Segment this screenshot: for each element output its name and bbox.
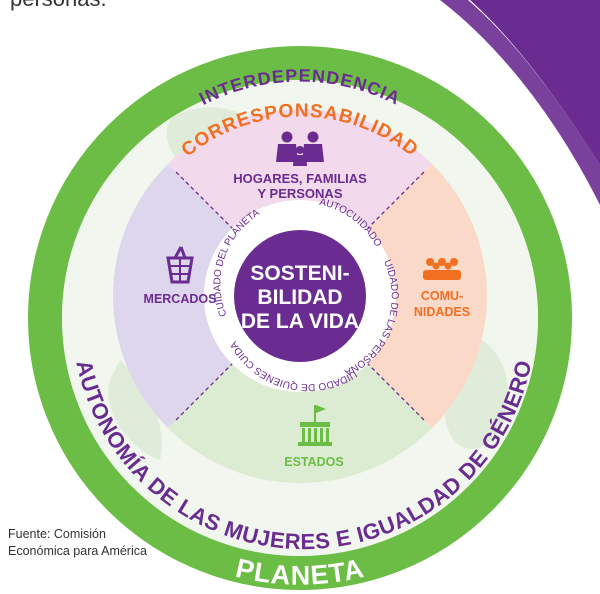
markets-label: MERCADOS (144, 292, 217, 306)
source-note: Fuente: Comisión Económica para América (8, 526, 198, 560)
source-line-1: Fuente: Comisión (8, 527, 106, 541)
decorative-purple-swoosh (470, 0, 600, 165)
family-icon (276, 131, 324, 166)
continent-shape (108, 360, 162, 460)
center-line-3: DE LA VIDA (241, 310, 359, 333)
community-icon (423, 258, 461, 280)
communities-label-line-1: COMU- (421, 289, 463, 303)
center-circle (234, 230, 366, 362)
source-line-2: Económica para América (8, 544, 147, 558)
states-label: ESTADOS (284, 455, 344, 469)
center-line-1: SOSTENI- (250, 262, 349, 285)
shopping-basket-icon (166, 246, 194, 284)
households-label-line-1: HOGARES, FAMILIAS (233, 171, 367, 186)
center-line-2: BILIDAD (257, 286, 342, 309)
government-building-icon (298, 405, 332, 446)
communities-label-line-2: NIDADES (414, 305, 470, 319)
caption-fragment: personas. (10, 0, 107, 12)
households-label-line-2: Y PERSONAS (257, 186, 342, 201)
